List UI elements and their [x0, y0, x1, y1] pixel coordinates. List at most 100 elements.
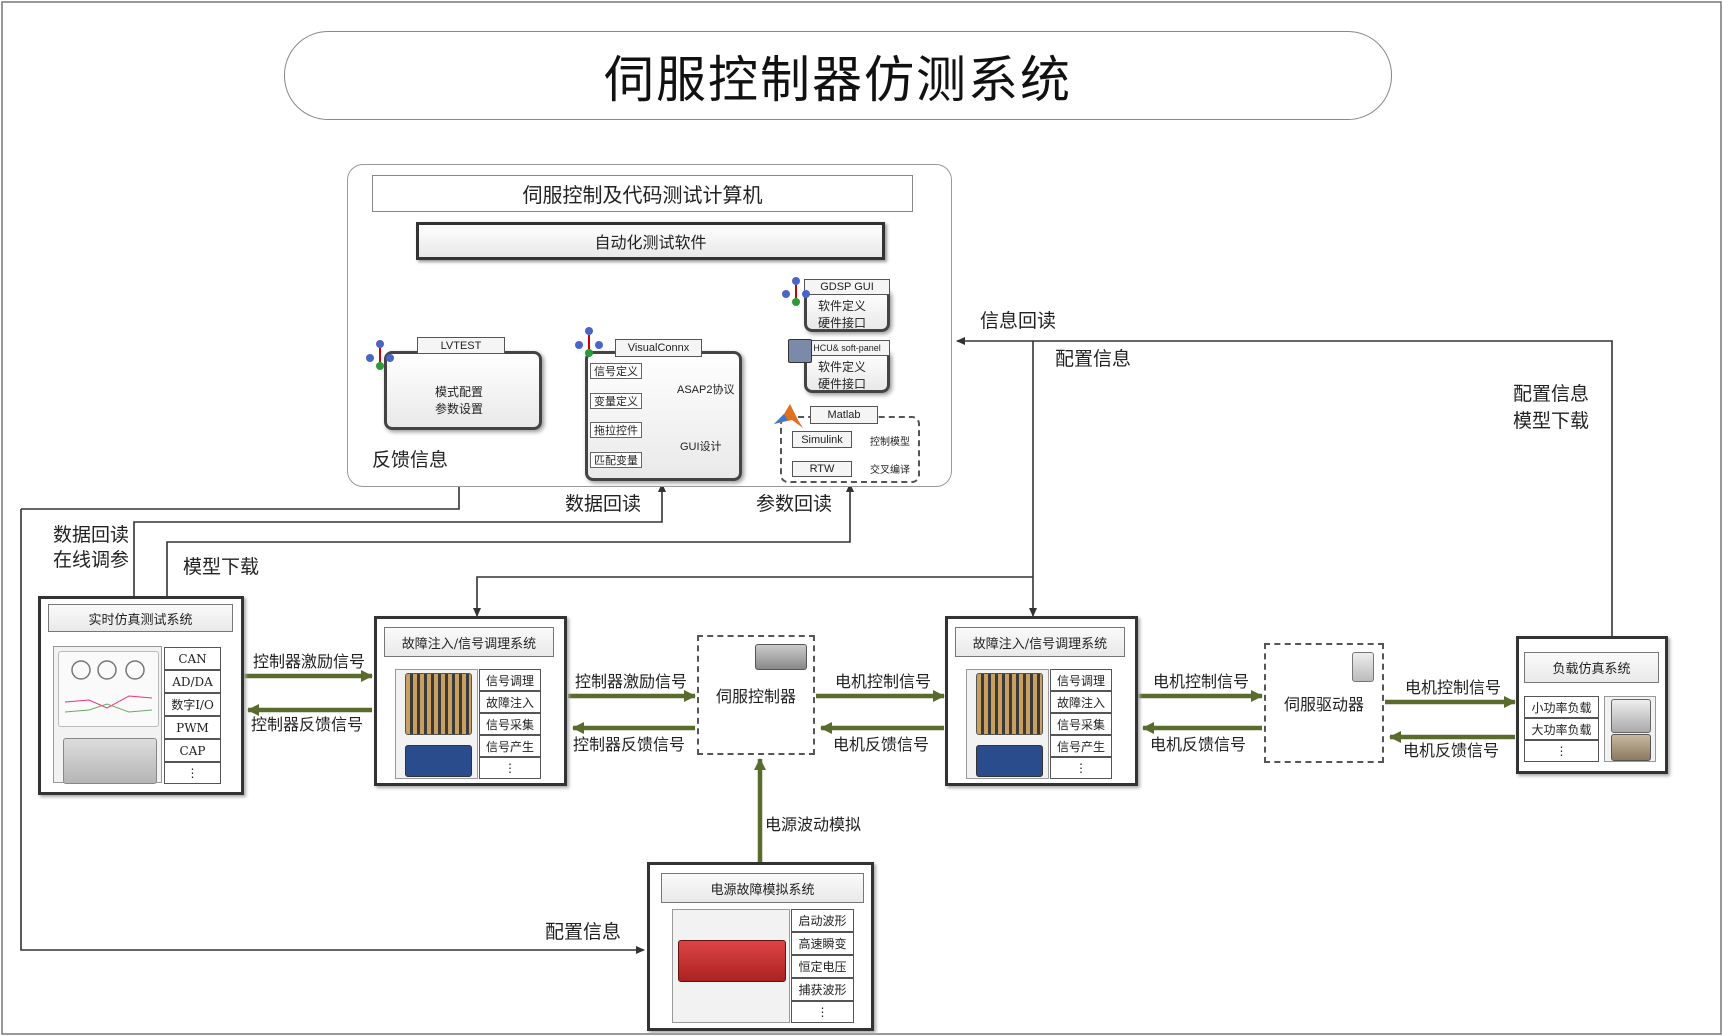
vc-item-3: 拖拉控件 — [590, 422, 642, 438]
driver-image — [1352, 652, 1374, 682]
lvtest-line2: 参数设置 — [435, 402, 484, 416]
motor-feedback-label-2: 电机反馈信号 — [1150, 735, 1247, 754]
power-item-4: 捕获波形 — [791, 978, 854, 1001]
visualconnx-tag: VisualConnx — [615, 339, 702, 357]
circuit-board-image — [405, 745, 472, 777]
fl-item-5: ⋮ — [479, 757, 541, 779]
automation-software: 自动化测试软件 — [416, 222, 885, 260]
load-item-1: 小功率负载 — [1524, 696, 1599, 718]
hcu-box — [804, 349, 890, 393]
cross-compile-label: 交叉编译 — [870, 465, 910, 476]
rt-item-4: PWM — [164, 716, 221, 739]
param-readback-line — [166, 483, 854, 596]
info-readback-line — [956, 337, 1613, 637]
vc-item-1: 信号定义 — [590, 363, 642, 379]
load-title: 负载仿真系统 — [1524, 652, 1659, 683]
config-model-label-2: 模型下载 — [1513, 410, 1590, 432]
gauge-screenshot — [58, 651, 159, 727]
fr-item-3: 信号采集 — [1050, 713, 1112, 735]
hcu-tag: HCU& soft-panel — [804, 340, 890, 356]
fl-item-3: 信号采集 — [479, 713, 541, 735]
matlab-icon — [772, 402, 804, 430]
power-item-3: 恒定电压 — [791, 955, 854, 978]
fr-item-5: ⋮ — [1050, 757, 1112, 779]
rt-item-1: CAN — [164, 647, 221, 670]
power-title: 电源故障模拟系统 — [661, 873, 864, 903]
rt-item-2: AD/DA — [164, 670, 221, 693]
vc-item-4: 匹配变量 — [590, 452, 642, 468]
load-device-small-image — [1611, 699, 1651, 733]
io-rack-image — [405, 673, 472, 735]
power-supply-image — [678, 940, 786, 982]
rtw-tag: RTW — [792, 461, 852, 477]
io-rack-image — [976, 673, 1043, 735]
network-icon — [363, 338, 397, 372]
vc-item-2: 变量定义 — [590, 393, 642, 409]
load-item-2: 大功率负载 — [1524, 718, 1599, 740]
motor-ctrl-label-3: 电机控制信号 — [1405, 678, 1502, 697]
info-readback-label: 信息回读 — [980, 310, 1057, 332]
fault-right-title: 故障注入/信号调理系统 — [955, 627, 1125, 657]
fault-left-title: 故障注入/信号调理系统 — [384, 627, 554, 657]
simulink-tag: Simulink — [792, 431, 852, 448]
fl-item-1: 信号调理 — [479, 669, 541, 691]
gui-label: GUI设计 — [680, 441, 722, 453]
config-bottom-label: 配置信息 — [545, 921, 622, 943]
ctrl-feedback-label-2: 控制器反馈信号 — [573, 735, 686, 754]
realtime-title: 实时仿真测试系统 — [48, 604, 233, 632]
fr-item-1: 信号调理 — [1050, 669, 1112, 691]
fl-item-4: 信号产生 — [479, 735, 541, 757]
computer-title: 伺服控制及代码测试计算机 — [372, 175, 913, 212]
asap2-label: ASAP2协议 — [677, 384, 735, 396]
param-readback-label: 参数回读 — [756, 493, 833, 515]
config-bottom-line — [20, 509, 645, 954]
servo-driver-label: 伺服驱动器 — [1283, 695, 1364, 714]
rt-item-6: ⋮ — [164, 762, 221, 784]
lvtest-tag: LVTEST — [417, 337, 505, 354]
hcu-line1: 软件定义 — [818, 360, 867, 374]
load-device-large-image — [1611, 734, 1651, 761]
fr-item-2: 故障注入 — [1050, 691, 1112, 713]
motor-feedback-label-1: 电机反馈信号 — [833, 735, 930, 754]
model-download-label: 模型下载 — [183, 556, 260, 578]
network-icon — [572, 325, 606, 359]
matlab-tag: Matlab — [810, 406, 878, 424]
motor-feedback-label-3: 电机反馈信号 — [1403, 741, 1500, 760]
load-item-3: ⋮ — [1524, 740, 1599, 762]
motor-ctrl-label-2: 电机控制信号 — [1153, 672, 1250, 691]
feedback-info-label: 反馈信息 — [372, 449, 449, 471]
data-readback-line — [133, 483, 666, 596]
power-item-5: ⋮ — [791, 1001, 854, 1023]
rt-item-5: CAP — [164, 739, 221, 762]
ctrl-excite-label-1: 控制器激励信号 — [253, 652, 366, 671]
gdsp-line2: 硬件接口 — [818, 316, 867, 330]
power-item-1: 启动波形 — [791, 909, 854, 932]
online-tuning-label: 在线调参 — [53, 549, 130, 571]
fl-item-2: 故障注入 — [479, 691, 541, 713]
gdsp-line1: 软件定义 — [818, 299, 867, 313]
servo-controller-label: 伺服控制器 — [715, 687, 796, 706]
ctrl-feedback-label-1: 控制器反馈信号 — [251, 715, 364, 734]
page-title: 伺服控制器仿测系统 — [284, 31, 1392, 120]
fr-item-4: 信号产生 — [1050, 735, 1112, 757]
rt-item-3: 数字I/O — [164, 693, 221, 716]
lvtest-box — [384, 351, 542, 430]
lvtest-line1: 模式配置 — [435, 385, 484, 399]
power-item-2: 高速瞬变 — [791, 932, 854, 955]
pxi-chassis-image — [63, 738, 157, 784]
data-readback-label: 数据回读 — [565, 493, 642, 515]
controller-image — [755, 644, 807, 670]
panel-icon — [788, 339, 812, 363]
ctrl-excite-label-2: 控制器激励信号 — [575, 672, 688, 691]
control-model-label: 控制模型 — [870, 437, 910, 448]
power-fluct-label: 电源波动模拟 — [765, 815, 862, 834]
circuit-board-image — [976, 745, 1043, 777]
config-to-fault-left-line — [473, 576, 1033, 617]
config-info-label: 配置信息 — [1055, 348, 1132, 370]
data-readback-left-label: 数据回读 — [53, 524, 130, 546]
hcu-line2: 硬件接口 — [818, 377, 867, 391]
motor-ctrl-label-1: 电机控制信号 — [835, 672, 932, 691]
config-model-label-1: 配置信息 — [1513, 383, 1590, 405]
gdsp-tag: GDSP GUI — [804, 279, 890, 295]
